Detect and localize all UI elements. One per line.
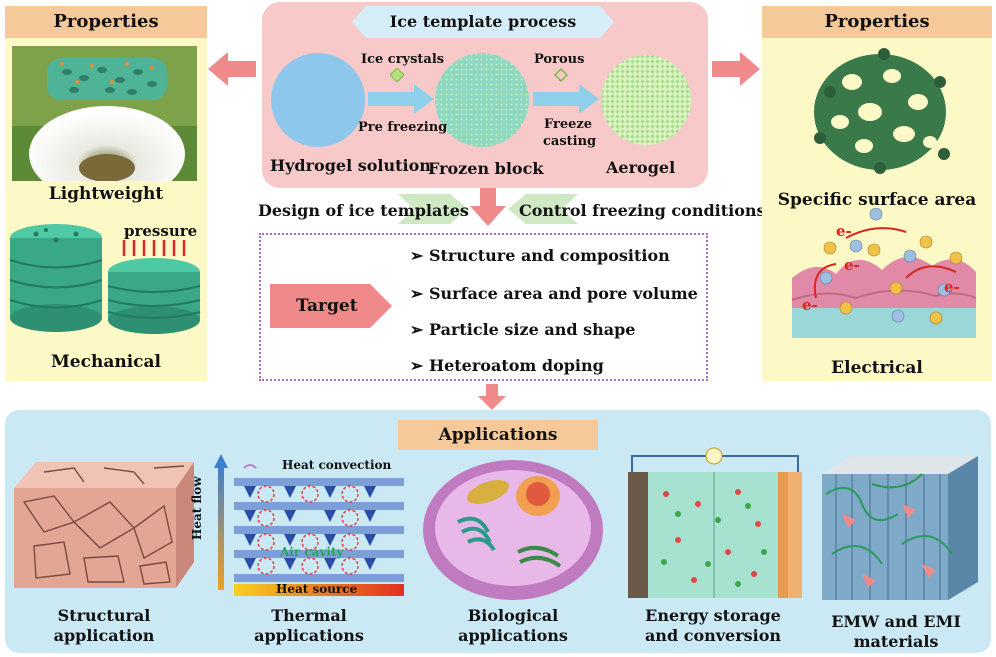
- target-item-1: ➢ Structure and composition: [410, 246, 670, 265]
- mechanical-label: Mechanical: [50, 352, 161, 372]
- control-chevron: [508, 194, 578, 224]
- electron-label-4: e-: [944, 278, 960, 296]
- hydrogel-circle: [271, 53, 365, 147]
- electrical-image: [791, 208, 977, 338]
- aerogel-label: Aerogel: [606, 158, 676, 177]
- energy-storage-image: [628, 447, 802, 598]
- down-arrow-to-target: [470, 188, 506, 226]
- air-cavity-label: Air cavity: [280, 545, 344, 559]
- surface-area-label: Specific surface area: [777, 190, 977, 210]
- applications-title: Applications: [398, 420, 598, 450]
- thermal-image: [214, 454, 404, 596]
- casting-label: casting: [543, 134, 597, 149]
- lightweight-image: [12, 46, 197, 181]
- emw-image: [822, 456, 978, 600]
- target-item-2: ➢ Surface area and pore volume: [410, 284, 698, 303]
- pre-freezing-arrow: [368, 84, 434, 114]
- process-title: Ice template process: [389, 12, 577, 31]
- arrow-to-left-properties: [208, 52, 256, 86]
- frozen-block-label: Frozen block: [428, 159, 544, 178]
- ice-crystal-icon: [390, 68, 404, 82]
- right-properties-title: Properties: [762, 6, 992, 38]
- freeze-casting-arrow: [533, 84, 599, 114]
- frozen-block-circle: [435, 53, 529, 147]
- lightweight-label: Lightweight: [48, 184, 164, 204]
- biological-image: [423, 460, 603, 600]
- ice-crystals-label: Ice crystals: [361, 52, 445, 67]
- freeze-label: Freeze: [544, 117, 593, 132]
- electron-label-3: e-: [802, 296, 818, 314]
- arrow-to-right-properties: [712, 52, 760, 86]
- heat-convection-label: Heat convection: [282, 458, 392, 472]
- target-arrow: [270, 284, 392, 328]
- design-chevron: [398, 194, 468, 224]
- aerogel-circle: [601, 55, 691, 145]
- mechanical-image: [9, 224, 201, 334]
- porous-label: Porous: [534, 52, 585, 67]
- arrow-to-applications: [478, 384, 506, 410]
- porous-icon: [554, 68, 568, 82]
- left-properties-title: Properties: [5, 6, 207, 38]
- hydrogel-solution-label: Hydrogel solution: [270, 156, 431, 175]
- pressure-label: pressure: [124, 222, 198, 240]
- target-label: Target: [296, 296, 358, 316]
- electron-label-1: e-: [836, 222, 852, 240]
- porous-carbon-image: [814, 48, 950, 174]
- target-box: [259, 233, 708, 381]
- pre-freezing-label: Pre freezing: [358, 120, 448, 135]
- heat-flow-label: Heat flow: [190, 476, 204, 540]
- design-label: Design of ice templates: [258, 201, 469, 220]
- heat-source-label: Heat source: [276, 582, 358, 596]
- electron-label-2: e-: [844, 256, 860, 274]
- electrical-label: Electrical: [831, 358, 923, 378]
- control-label: Control freezing conditions: [519, 201, 766, 220]
- target-item-3: ➢ Particle size and shape: [410, 320, 636, 339]
- process-title-banner: [352, 6, 614, 38]
- target-item-4: ➢ Heteroatom doping: [410, 356, 604, 375]
- structural-image: [14, 462, 194, 588]
